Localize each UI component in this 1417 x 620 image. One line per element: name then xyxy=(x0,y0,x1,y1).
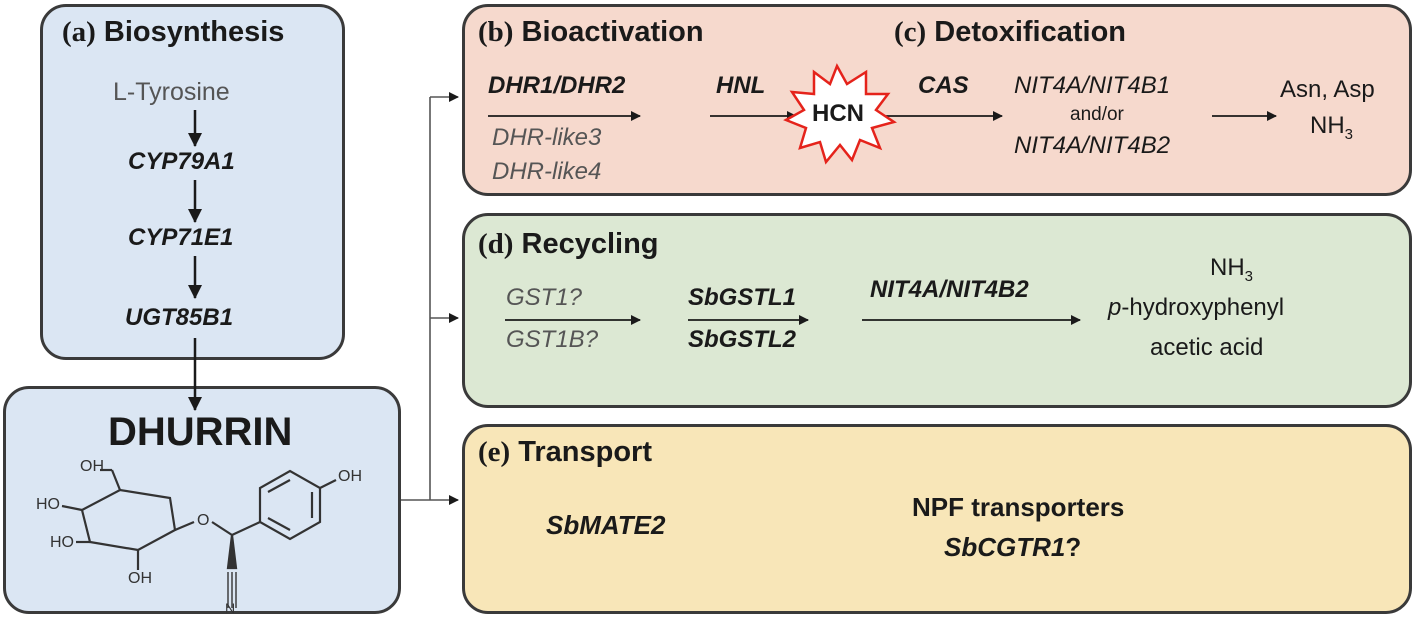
biosynthesis-title: Biosynthesis xyxy=(103,16,285,48)
transport-letter: (e) xyxy=(478,436,511,468)
para-prefix: p xyxy=(1108,294,1122,321)
gene-gst1b: GST1B? xyxy=(506,326,599,353)
recycling-letter: (d) xyxy=(478,228,514,260)
hydroxyphenyl-text: -hydroxyphenyl xyxy=(1121,294,1285,321)
and-or-label: and/or xyxy=(1070,104,1124,125)
recycling-nh3-subscript: 3 xyxy=(1244,267,1254,285)
biosynthesis-panel xyxy=(40,4,345,360)
structure-oh-top: OH xyxy=(80,458,104,475)
gene-nit4a-nit4b2-recycling: NIT4A/NIT4B2 xyxy=(870,276,1029,303)
hcn-starburst xyxy=(783,63,897,165)
structure-oh-bottom: OH xyxy=(128,570,152,587)
bioactivation-letter: (b) xyxy=(478,16,514,48)
gene-cyp71e1: CYP71E1 xyxy=(128,224,234,251)
gene-gst1: GST1? xyxy=(506,284,583,311)
structure-n: N xyxy=(225,600,236,616)
dhurrin-panel xyxy=(3,386,401,614)
detoxification-letter: (c) xyxy=(894,16,927,48)
bioactivation-title: Bioactivation xyxy=(521,16,704,48)
gene-ugt85b1: UGT85B1 xyxy=(125,304,234,331)
gene-sbcgtr1: SbCGTR1? xyxy=(944,532,1081,563)
gene-dhr-like4: DHR-like4 xyxy=(492,158,602,185)
gene-dhr-like3: DHR-like3 xyxy=(492,124,602,151)
product-asn-asp: Asn, Asp xyxy=(1280,76,1375,103)
gene-cyp79a1: CYP79A1 xyxy=(128,148,235,175)
hcn-label: HCN xyxy=(812,100,864,127)
gene-sbgstl1: SbGSTL1 xyxy=(688,284,797,311)
substrate-label: L-Tyrosine xyxy=(113,78,230,106)
sbcgtr1-name: SbCGTR1 xyxy=(944,532,1066,562)
gene-nit4a-nit4b2-detox: NIT4A/NIT4B2 xyxy=(1014,132,1171,159)
dhurrin-title: DHURRIN xyxy=(108,410,293,454)
transport-header: (e) Transport xyxy=(478,436,652,469)
structure-ho-left: HO xyxy=(36,496,60,513)
dhurrin-structure xyxy=(61,468,337,608)
gene-nit4a-nit4b1: NIT4A/NIT4B1 xyxy=(1014,72,1171,99)
structure-o-ether: O xyxy=(197,512,210,529)
gene-sbgstl2: SbGSTL2 xyxy=(688,326,797,353)
recycling-header: (d) Recycling xyxy=(478,228,659,261)
gene-sbmate2: SbMATE2 xyxy=(546,510,666,540)
detoxification-header: (c) Detoxification xyxy=(894,16,1126,49)
bioactivation-detoxification-panel xyxy=(462,4,1412,196)
structure-ho-bottom: HO xyxy=(50,534,74,551)
product-nh3-recycling: NH3 xyxy=(1210,254,1253,285)
branch-connector xyxy=(401,92,459,505)
product-acetic-acid: acetic acid xyxy=(1150,334,1264,361)
recycling-title: Recycling xyxy=(521,228,659,260)
gene-cas: CAS xyxy=(918,72,969,99)
gene-hnl: HNL xyxy=(716,72,766,99)
recycling-nh3-text: NH xyxy=(1210,254,1245,281)
structure-oh-phenol: OH xyxy=(338,468,362,485)
detoxification-title: Detoxification xyxy=(934,16,1126,48)
product-nh3-detox: NH3 xyxy=(1310,112,1353,143)
transport-title: Transport xyxy=(518,436,652,468)
biosynthesis-letter: (a) xyxy=(62,16,96,48)
product-hydroxyphenyl: p-hydroxyphenyl xyxy=(1108,294,1284,322)
gene-dhr1-dhr2: DHR1/DHR2 xyxy=(488,72,626,99)
recycling-panel xyxy=(462,213,1412,408)
transport-panel xyxy=(462,424,1412,614)
bioactivation-header: (b) Bioactivation xyxy=(478,16,704,49)
npf-transporters-label: NPF transporters xyxy=(912,492,1125,522)
biosynthesis-header: (a) Biosynthesis xyxy=(62,16,284,49)
nh3-subscript: 3 xyxy=(1344,125,1354,143)
sbcgtr1-question: ? xyxy=(1065,532,1082,562)
nh3-text: NH xyxy=(1310,112,1345,139)
